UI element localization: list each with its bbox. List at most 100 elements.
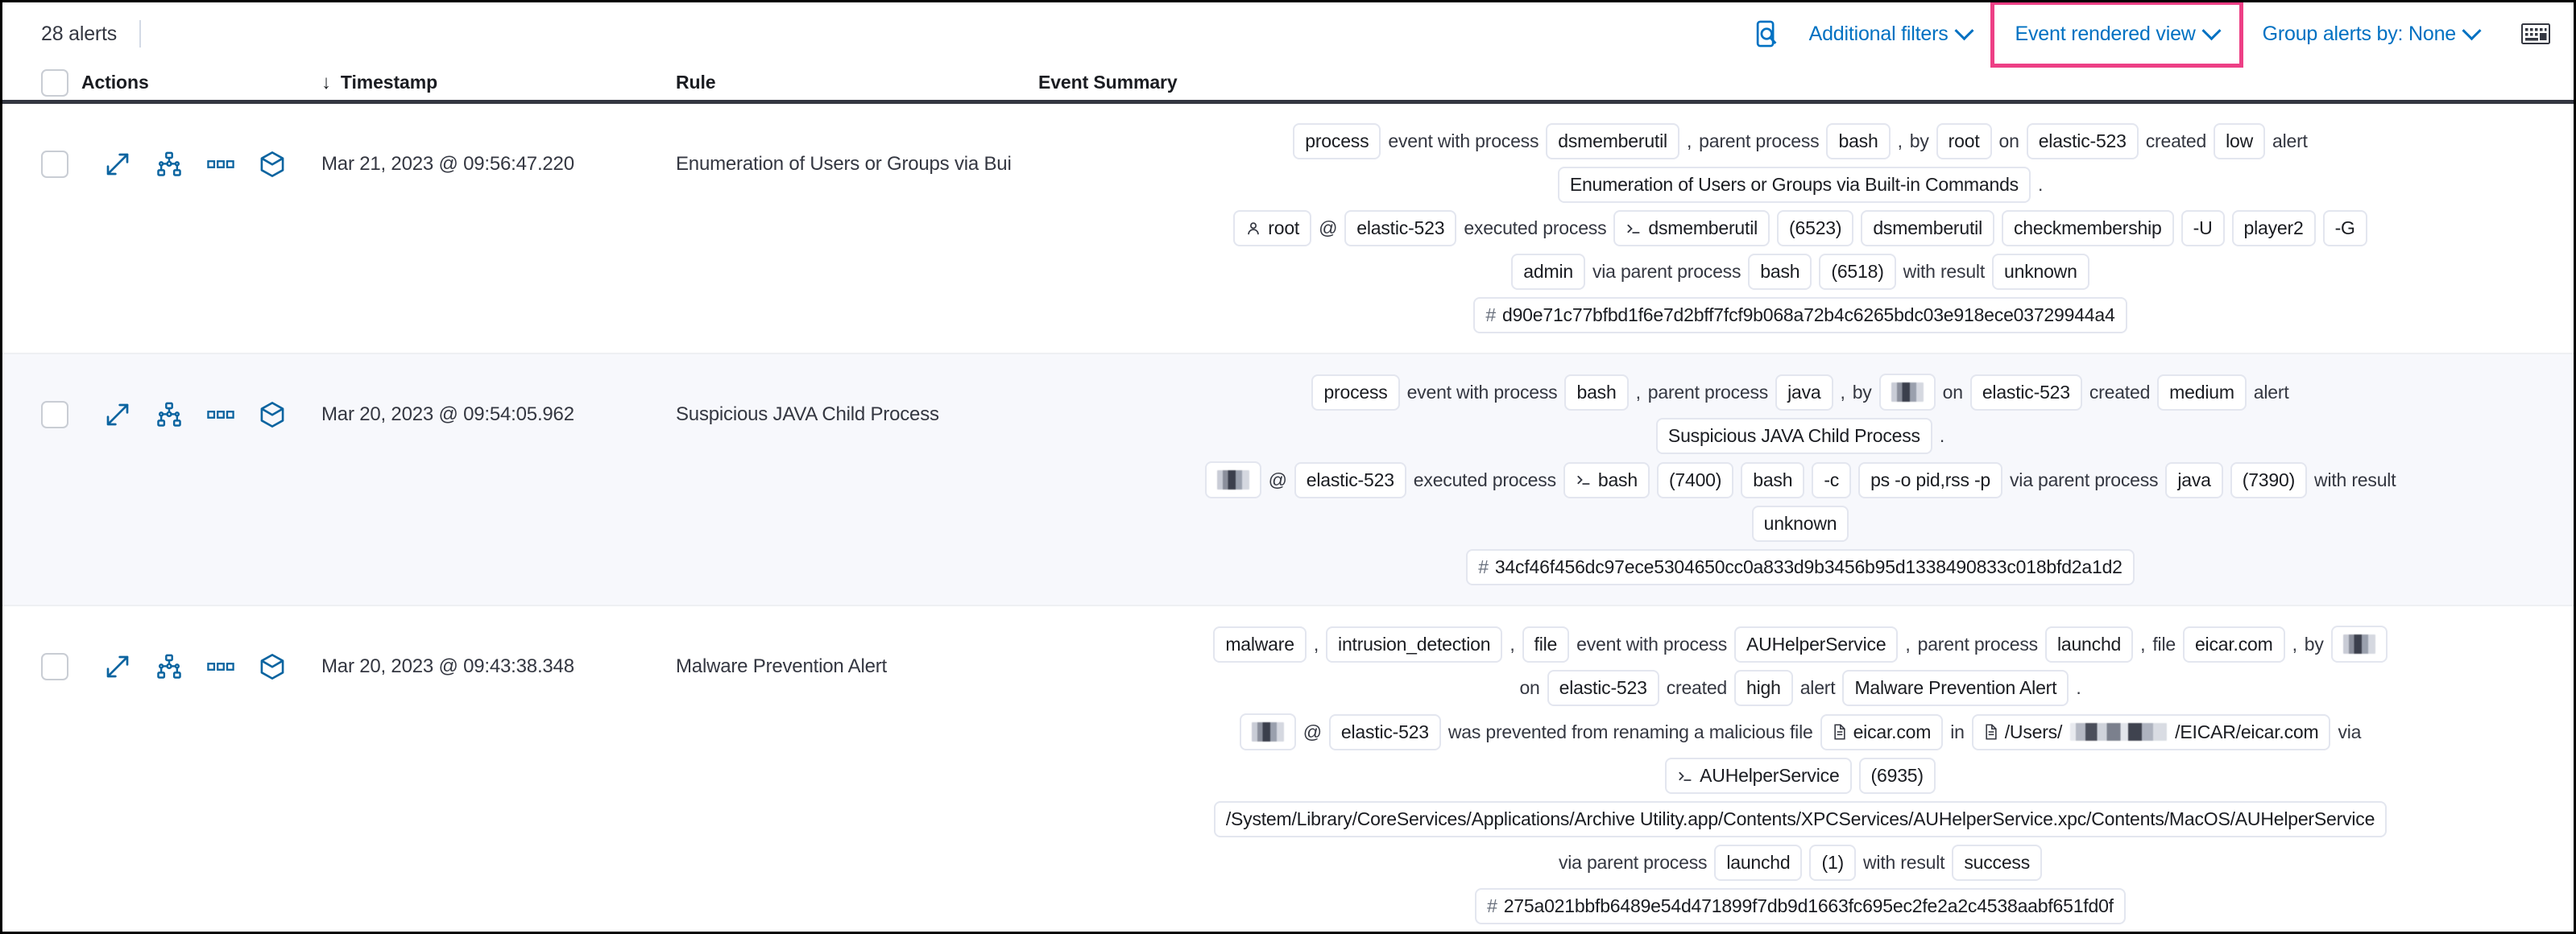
event-token[interactable]: (6935) bbox=[1858, 758, 1936, 794]
row-select-checkbox[interactable] bbox=[41, 104, 81, 225]
column-header-timestamp[interactable]: ↓ Timestamp bbox=[321, 72, 676, 93]
event-token[interactable]: root bbox=[1233, 210, 1312, 246]
session-view-icon[interactable] bbox=[259, 151, 286, 178]
token-text: dsmemberutil bbox=[1558, 130, 1667, 151]
event-token[interactable]: malware bbox=[1213, 626, 1307, 663]
event-token[interactable]: Malware Prevention Alert bbox=[1842, 670, 2069, 706]
event-token[interactable]: success bbox=[1952, 845, 2043, 881]
event-token[interactable]: process bbox=[1293, 123, 1381, 159]
event-token[interactable]: bash bbox=[1741, 461, 1805, 498]
additional-filters-button[interactable]: Additional filters bbox=[1796, 16, 1984, 52]
event-token[interactable]: dsmemberutil bbox=[1546, 123, 1679, 159]
expand-icon[interactable] bbox=[104, 401, 131, 428]
event-token[interactable]: bash bbox=[1748, 254, 1812, 290]
event-token[interactable]: dsmemberutil bbox=[1613, 210, 1770, 246]
event-token[interactable]: elastic-523 bbox=[1328, 713, 1441, 750]
expand-icon[interactable] bbox=[104, 151, 131, 178]
select-all-checkbox[interactable] bbox=[41, 68, 81, 97]
event-token[interactable]: low bbox=[2214, 123, 2265, 159]
expand-icon[interactable] bbox=[104, 653, 131, 680]
row-rule-name[interactable]: Malware Prevention Alert bbox=[676, 655, 887, 677]
event-token[interactable]: ps -o pid,rss -p bbox=[1858, 461, 2002, 498]
session-view-icon[interactable] bbox=[259, 401, 286, 428]
row-select-checkbox[interactable] bbox=[41, 606, 81, 727]
token-text: (6518) bbox=[1831, 261, 1884, 282]
event-token[interactable]: medium bbox=[2157, 374, 2247, 411]
event-token[interactable]: elastic-523 bbox=[1547, 670, 1659, 706]
event-token[interactable]: unknown bbox=[1751, 506, 1849, 542]
analyzer-icon[interactable] bbox=[155, 151, 183, 178]
analyzer-icon[interactable] bbox=[155, 401, 183, 428]
event-token[interactable] bbox=[1239, 713, 1296, 750]
event-token[interactable]: Enumeration of Users or Groups via Built… bbox=[1557, 167, 2031, 203]
event-token[interactable]: -U bbox=[2180, 210, 2225, 246]
event-token[interactable]: elastic-523 bbox=[2026, 123, 2139, 159]
token-text: dsmemberutil bbox=[1648, 217, 1758, 238]
event-token[interactable]: (7390) bbox=[2230, 461, 2308, 498]
event-token[interactable]: #34cf46f456dc97ece5304650cc0a833d9b3456b… bbox=[1466, 549, 2135, 585]
event-token[interactable]: (1) bbox=[1809, 845, 1856, 881]
event-token[interactable]: (6518) bbox=[1819, 254, 1896, 290]
event-token[interactable]: file bbox=[1522, 626, 1570, 663]
event-token[interactable] bbox=[2330, 626, 2388, 663]
event-token[interactable]: bash bbox=[1826, 123, 1891, 159]
event-token[interactable]: elastic-523 bbox=[1969, 374, 2082, 411]
event-token[interactable]: elastic-523 bbox=[1294, 461, 1406, 498]
event-token[interactable]: elastic-523 bbox=[1344, 210, 1457, 246]
event-phrase: file bbox=[2152, 633, 2176, 655]
event-token[interactable]: high bbox=[1734, 670, 1793, 706]
event-token[interactable]: launchd bbox=[1714, 845, 1803, 881]
event-rendered-view-button[interactable]: Event rendered view bbox=[2002, 16, 2231, 52]
event-token[interactable]: /Users//EICAR/eicar.com bbox=[1971, 713, 2331, 750]
event-summary-line: #d90e71c77bfbd1f6e7d2bff7fcf9b068a72b4c6… bbox=[1473, 297, 2127, 333]
inspect-icon[interactable] bbox=[1746, 13, 1788, 55]
row-select-checkbox[interactable] bbox=[41, 354, 81, 475]
event-token[interactable]: root bbox=[1936, 123, 1992, 159]
keyboard-icon[interactable] bbox=[2514, 12, 2557, 56]
more-actions-icon[interactable] bbox=[207, 401, 234, 428]
column-header-event-summary[interactable]: Event Summary bbox=[1038, 72, 2574, 93]
more-actions-icon[interactable] bbox=[207, 151, 234, 178]
event-token[interactable]: launchd bbox=[2044, 626, 2134, 663]
row-rule-name[interactable]: Enumeration of Users or Groups via Bui bbox=[676, 153, 1012, 175]
event-token[interactable]: java bbox=[1775, 374, 1833, 411]
event-token[interactable]: checkmembership bbox=[2002, 210, 2174, 246]
event-token[interactable]: bash bbox=[1563, 461, 1650, 498]
event-token[interactable]: java bbox=[2165, 461, 2223, 498]
column-header-rule[interactable]: Rule bbox=[676, 72, 1038, 93]
session-view-icon[interactable] bbox=[259, 653, 286, 680]
event-token[interactable]: (7400) bbox=[1656, 461, 1734, 498]
event-token[interactable]: intrusion_detection bbox=[1326, 626, 1503, 663]
event-token[interactable]: Suspicious JAVA Child Process bbox=[1655, 418, 1932, 454]
event-token[interactable] bbox=[1204, 461, 1261, 498]
event-token[interactable] bbox=[1878, 374, 1936, 411]
event-token[interactable]: unknown bbox=[1992, 254, 2089, 290]
analyzer-icon[interactable] bbox=[155, 653, 183, 680]
event-token[interactable]: #d90e71c77bfbd1f6e7d2bff7fcf9b068a72b4c6… bbox=[1473, 297, 2127, 333]
group-alerts-by-button[interactable]: Group alerts by: None bbox=[2250, 16, 2491, 52]
event-token[interactable]: eicar.com bbox=[1820, 713, 1944, 750]
event-token[interactable]: -c bbox=[1812, 461, 1852, 498]
event-token[interactable]: process bbox=[1311, 374, 1400, 411]
redacted-value bbox=[1251, 722, 1284, 742]
column-header-actions[interactable]: Actions bbox=[81, 72, 321, 93]
event-token[interactable]: admin bbox=[1511, 254, 1585, 290]
event-token[interactable]: eicar.com bbox=[2182, 626, 2285, 663]
event-token[interactable]: AUHelperService bbox=[1665, 758, 1852, 794]
event-token[interactable]: #275a021bbfb6489e54d471899f7db9d1663fc69… bbox=[1475, 888, 2126, 924]
token-text: dsmemberutil bbox=[1873, 217, 1982, 238]
event-token[interactable]: player2 bbox=[2231, 210, 2316, 246]
more-actions-icon[interactable] bbox=[207, 653, 234, 680]
event-token[interactable]: /System/Library/CoreServices/Application… bbox=[1213, 801, 2388, 837]
event-token[interactable]: (6523) bbox=[1777, 210, 1854, 246]
row-rule-name[interactable]: Suspicious JAVA Child Process bbox=[676, 403, 939, 425]
event-token[interactable]: AUHelperService bbox=[1734, 626, 1899, 663]
event-token[interactable]: bash bbox=[1564, 374, 1629, 411]
token-text: (7400) bbox=[1668, 469, 1722, 490]
event-token[interactable]: -G bbox=[2322, 210, 2367, 246]
checkbox-box bbox=[41, 401, 68, 428]
event-token[interactable]: dsmemberutil bbox=[1861, 210, 1994, 246]
